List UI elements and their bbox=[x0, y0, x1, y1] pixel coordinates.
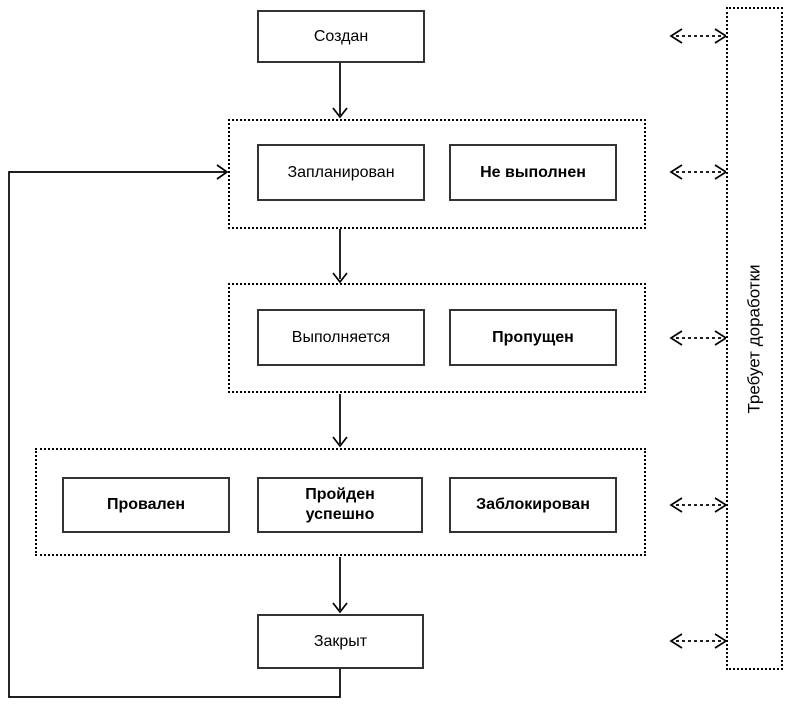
node-passed: Пройден успешно bbox=[257, 477, 423, 533]
node-failed-label: Провален bbox=[106, 496, 186, 513]
arrow-created-to-planned-icon bbox=[332, 63, 348, 119]
node-failed: Провален bbox=[62, 477, 230, 533]
loop-closed-to-planned-icon bbox=[8, 164, 341, 698]
node-closed-label: Закрыт bbox=[313, 632, 368, 650]
node-in-progress: Выполняется bbox=[257, 309, 425, 366]
node-not-executed-label: Не выполнен bbox=[480, 163, 586, 181]
rework-link-executing-icon bbox=[669, 330, 728, 346]
node-skipped-label: Пропущен bbox=[492, 328, 574, 346]
node-rework-label: Требует доработки bbox=[744, 263, 764, 414]
node-planned-label: Запланирован bbox=[287, 163, 395, 181]
arrow-planned-to-executing-icon bbox=[332, 229, 348, 284]
node-planned: Запланирован bbox=[257, 144, 425, 201]
node-rework: Требует доработки bbox=[726, 7, 783, 670]
rework-link-planned-icon bbox=[669, 164, 728, 180]
node-blocked: Заблокирован bbox=[449, 477, 617, 533]
node-passed-label: Пройден успешно bbox=[305, 486, 375, 523]
group-executing-states bbox=[228, 283, 646, 393]
node-created: Создан bbox=[257, 10, 425, 63]
group-planned-states bbox=[228, 119, 646, 229]
arrow-result-to-closed-icon bbox=[332, 557, 348, 614]
node-in-progress-label: Выполняется bbox=[291, 328, 391, 346]
rework-link-created-icon bbox=[669, 28, 728, 44]
node-closed: Закрыт bbox=[257, 614, 424, 669]
group-result-states bbox=[35, 448, 646, 556]
node-not-executed: Не выполнен bbox=[449, 144, 617, 201]
rework-link-result-icon bbox=[669, 497, 728, 513]
node-skipped: Пропущен bbox=[449, 309, 617, 366]
rework-link-closed-icon bbox=[669, 633, 728, 649]
node-blocked-label: Заблокирован bbox=[476, 496, 590, 513]
node-created-label: Создан bbox=[313, 27, 369, 45]
arrow-executing-to-result-icon bbox=[332, 394, 348, 448]
